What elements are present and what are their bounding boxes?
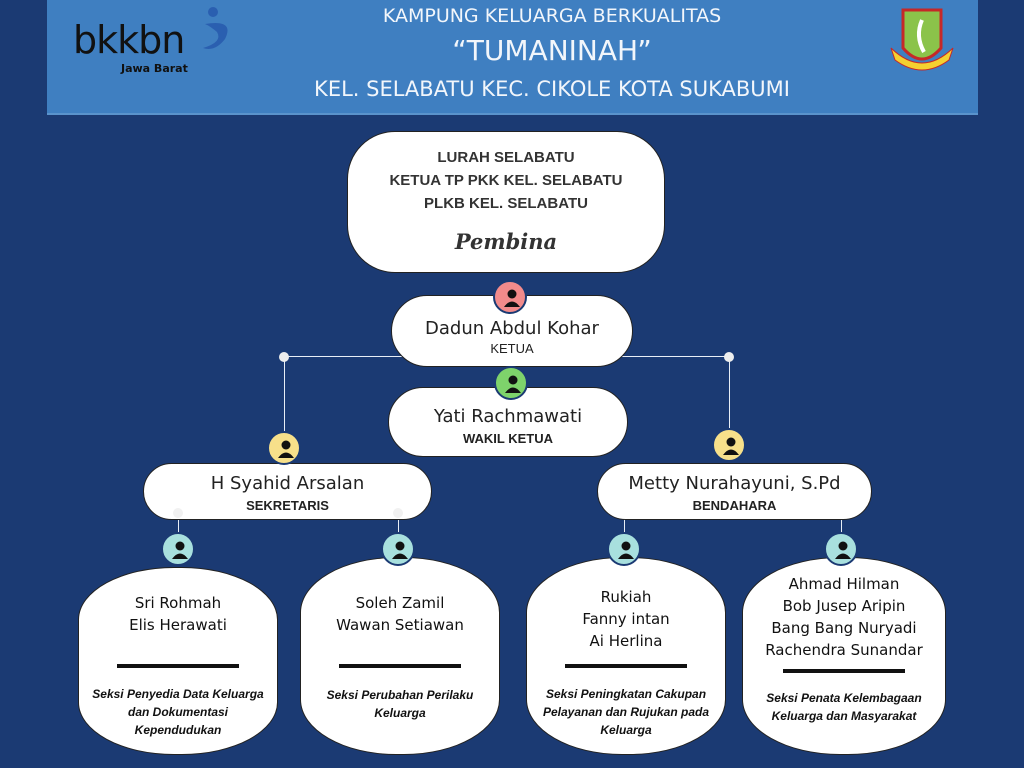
member-name: Rachendra Sunandar <box>765 641 923 659</box>
bkkbn-swirl-icon <box>203 7 228 49</box>
section-title: Seksi Penata Kelembagaan Keluarga dan Ma… <box>766 691 922 723</box>
member-name: Bob Jusep Aripin <box>782 597 906 615</box>
member-name: Rukiah <box>600 588 652 606</box>
connector-dot <box>724 352 734 362</box>
divider <box>117 664 239 668</box>
logo-text: bkkbn <box>73 18 185 62</box>
connector-line <box>398 513 399 549</box>
sekretaris-role: SEKRETARIS <box>246 498 329 513</box>
wakil-box: Yati Rachmawati WAKIL KETUA <box>388 387 628 457</box>
bendahara-name: Metty Nurahayuni, S.Pd <box>628 473 841 494</box>
member-name: Elis Herawati <box>129 616 227 634</box>
connector-dot <box>173 508 183 518</box>
divider <box>783 669 905 673</box>
header-line1: KAMPUNG KELUARGA BERKUALITAS <box>382 5 722 27</box>
connector-line <box>178 513 179 549</box>
header-banner: KAMPUNG KELUARGA BERKUALITAS “TUMANINAH”… <box>47 0 978 115</box>
connector-dot <box>279 352 289 362</box>
member-name: Soleh Zamil <box>355 594 445 612</box>
section-title: Seksi Perubahan Perilaku Keluarga <box>326 688 474 720</box>
connector-line <box>729 357 730 447</box>
wakil-name: Yati Rachmawati <box>433 406 583 427</box>
kota-sukabumi-emblem-icon <box>890 8 954 71</box>
person-icon <box>712 428 746 462</box>
connector-line <box>284 357 285 447</box>
connector-dot <box>393 508 403 518</box>
person-icon <box>161 532 195 566</box>
bkkbn-logo: bkkbn Jawa Barat <box>73 20 188 75</box>
section-title: Seksi Penyedia Data Keluarga dan Dokumen… <box>92 687 264 737</box>
person-icon <box>607 532 641 566</box>
pembina-title: Pembina <box>454 229 558 254</box>
member-name: Ahmad Hilman <box>788 575 900 593</box>
pembina-box: LURAH SELABATU KETUA TP PKK KEL. SELABAT… <box>347 131 665 273</box>
divider <box>339 664 461 668</box>
member-name: Sri Rohmah <box>134 594 222 612</box>
person-icon <box>824 532 858 566</box>
divider <box>565 664 687 668</box>
person-icon <box>494 366 528 400</box>
person-icon <box>493 280 527 314</box>
bendahara-box: Metty Nurahayuni, S.Pd BENDAHARA <box>597 463 872 520</box>
bendahara-role: BENDAHARA <box>692 498 777 513</box>
logo-subtext: Jawa Barat <box>121 62 188 75</box>
member-name: Fanny intan <box>582 610 670 628</box>
pembina-line: KETUA TP PKK KEL. SELABATU <box>389 172 623 189</box>
ketua-role: KETUA <box>490 341 534 356</box>
sekretaris-box: H Syahid Arsalan SEKRETARIS <box>143 463 432 520</box>
section-title: Seksi Peningkatan Cakupan Pelayanan dan … <box>542 687 710 737</box>
pembina-line: PLKB KEL. SELABATU <box>424 195 588 212</box>
wakil-role: WAKIL KETUA <box>462 431 554 446</box>
member-name: Wawan Setiawan <box>336 616 464 634</box>
header-title: “TUMANINAH” <box>452 34 652 67</box>
header-line3: KEL. SELABATU KEC. CIKOLE KOTA SUKABUMI <box>314 77 790 101</box>
person-icon <box>381 532 415 566</box>
ketua-name: Dadun Abdul Kohar <box>425 318 599 339</box>
person-icon <box>267 431 301 465</box>
member-name: Bang Bang Nuryadi <box>771 619 917 637</box>
pembina-line: LURAH SELABATU <box>437 149 575 166</box>
sekretaris-name: H Syahid Arsalan <box>210 473 365 494</box>
member-name: Ai Herlina <box>589 632 663 650</box>
